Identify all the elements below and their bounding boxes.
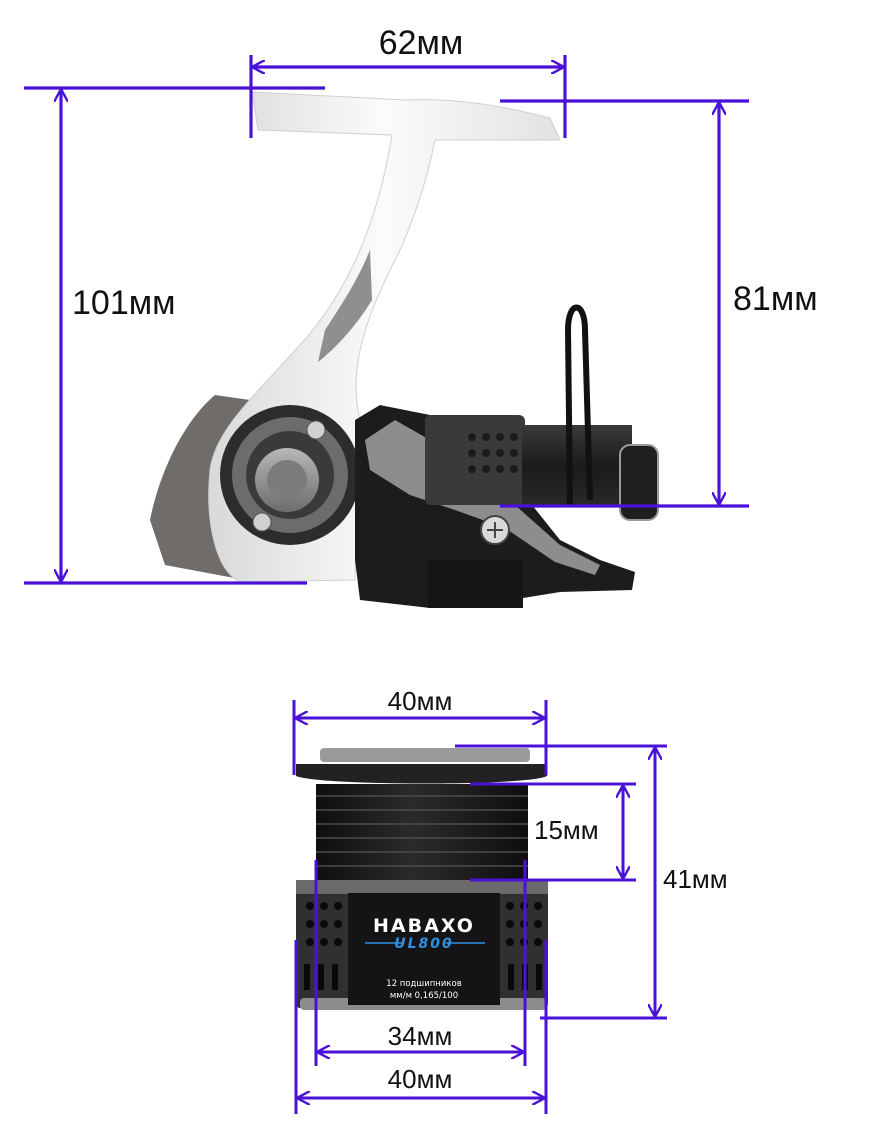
reel-foot-stem: [428, 560, 523, 608]
reel-knob-cap: [267, 460, 307, 500]
spool-inner-width-dimension: [314, 860, 527, 1066]
reel-spool-lip: [619, 444, 659, 521]
spool-height-label: 41мм: [663, 864, 728, 894]
spool-brand-text: HABAXO: [373, 915, 475, 937]
reel-axis-height-label: 81мм: [733, 280, 818, 318]
spool-top-flange: [296, 764, 547, 784]
reel-spool-cage: [425, 415, 525, 505]
reel-width-dimension: [249, 55, 567, 138]
reel-screw-bottom: [252, 512, 272, 532]
reel-total-height-dimension: [24, 86, 325, 585]
reel-axis-height-dimension: [500, 99, 749, 508]
spool-model-text: UL800: [394, 936, 454, 952]
reel-arm-slot: [318, 250, 372, 362]
spool-top-rim: [320, 748, 530, 762]
reel-total-height-label: 101мм: [72, 284, 175, 322]
spool-top-width-label: 40мм: [388, 686, 453, 716]
reel-photo: [150, 91, 659, 608]
reel-screw-top: [306, 420, 326, 440]
spool-capacity-text: мм/м 0,165/100: [390, 991, 458, 1001]
spool-grooves: [316, 795, 528, 867]
spool-skirt-holes-left: [306, 902, 342, 946]
spool-bearings-text: 12 подшипников: [386, 979, 461, 989]
spool-inner-width-label: 34мм: [388, 1021, 453, 1051]
spool-label-panel: [348, 893, 500, 1005]
spool-line-depth-label: 15мм: [534, 815, 599, 845]
spool-height-dimension: [455, 744, 667, 1020]
spool-bottom-width-label: 40мм: [388, 1064, 453, 1094]
spool-photo: HABAXO UL800 12 подшипников мм/м 0,165/1…: [296, 748, 548, 1010]
spool-bottom-width-dimension: [294, 940, 548, 1114]
spool-line-depth-dimension: [470, 782, 636, 882]
reel-bail-wire: [564, 304, 593, 506]
spool-top-width-dimension: [292, 700, 548, 775]
reel-spool: [522, 425, 632, 507]
spool-line-body: [316, 784, 528, 880]
spool-skirt-top: [296, 880, 548, 894]
reel-width-label: 62мм: [379, 24, 464, 62]
reel-cage-holes: [468, 433, 518, 473]
